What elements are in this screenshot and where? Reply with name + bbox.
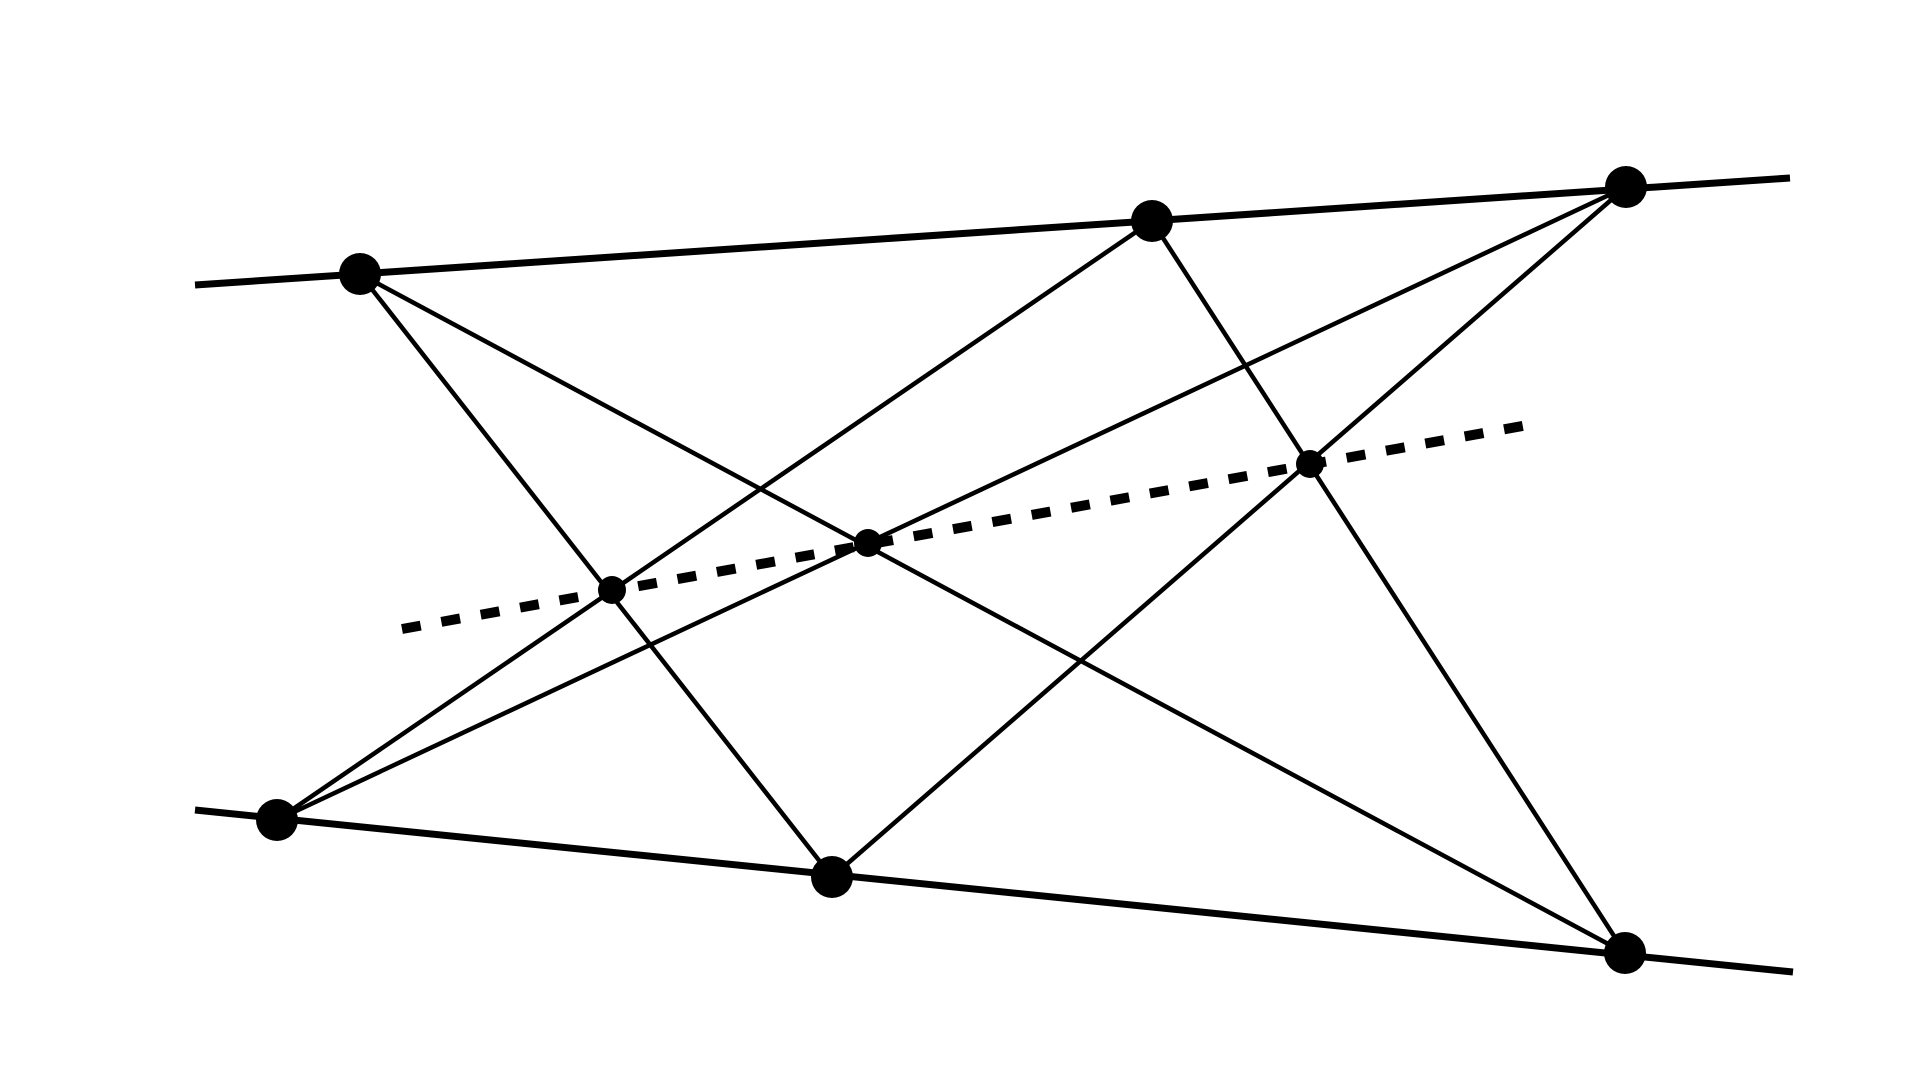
point-c1 (1605, 166, 1647, 208)
intersection-point-q (854, 529, 882, 557)
segment-a1-b2 (358, 272, 834, 879)
upper-base-line (194, 174, 1791, 289)
point-b2 (811, 856, 853, 898)
segment-c1-b2 (830, 185, 1628, 879)
segment-c1-a2 (276, 184, 1627, 823)
lower-base-line (194, 806, 1794, 976)
intersection-point-p (598, 576, 626, 604)
point-c2 (1604, 932, 1646, 974)
pappus-line-dashed (401, 420, 1529, 634)
point-a2 (256, 799, 298, 841)
segment-a1-c2 (358, 272, 1627, 955)
point-b1 (1131, 200, 1173, 242)
segment-b1-c2 (1150, 219, 1627, 955)
segment-b1-a2 (275, 219, 1154, 822)
intersection-point-r (1296, 450, 1324, 478)
point-a1 (339, 253, 381, 295)
